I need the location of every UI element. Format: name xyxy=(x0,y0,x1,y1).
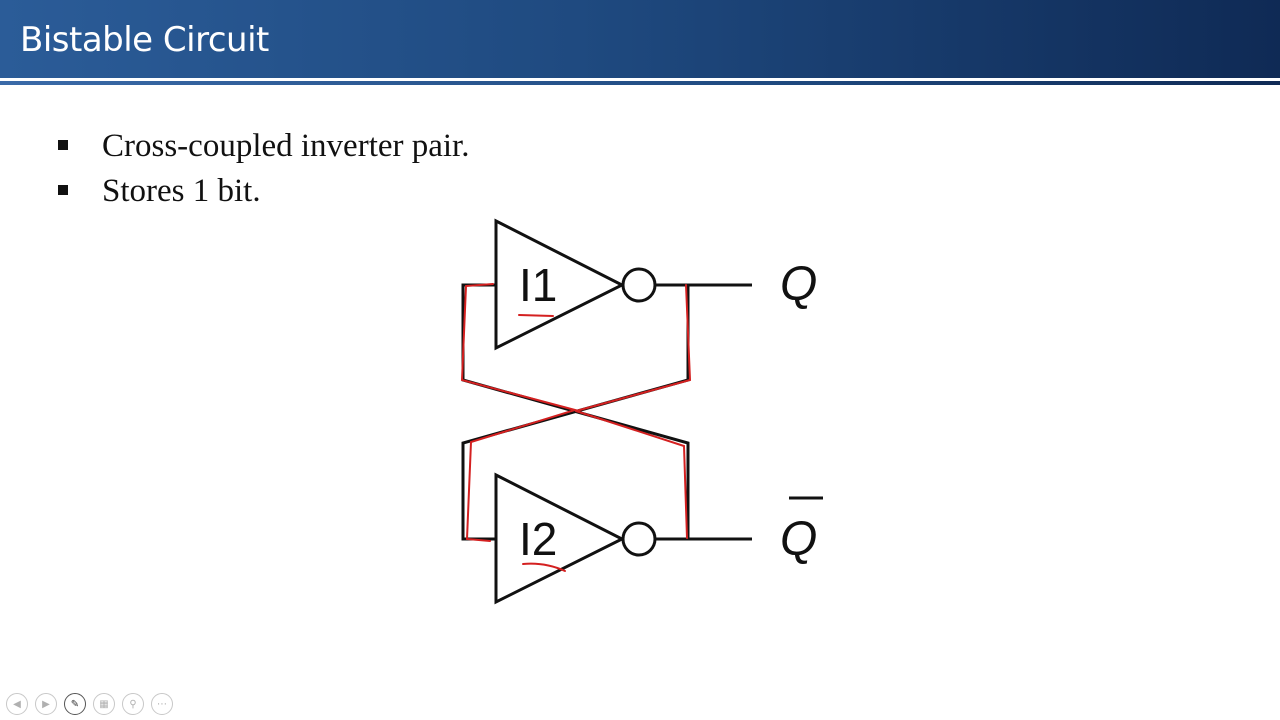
circuit-wires xyxy=(461,283,752,541)
inverter-i1-label: I1 xyxy=(519,259,557,311)
presentation-toolbar: ◀ ▶ ✎ ▦ ⚲ ⋯ xyxy=(6,693,173,717)
next-icon[interactable]: ▶ xyxy=(35,693,57,715)
inverter-i2-triangle xyxy=(494,472,626,605)
pen-icon[interactable]: ✎ xyxy=(64,693,86,715)
title-divider-white xyxy=(0,78,1280,81)
more-icon[interactable]: ⋯ xyxy=(151,693,173,715)
annotation-underline-i1 xyxy=(518,314,554,317)
red-annotation xyxy=(460,283,692,572)
title-divider-blue xyxy=(0,81,1280,85)
annotation-underline-i2 xyxy=(522,562,566,572)
previous-icon[interactable]: ◀ xyxy=(6,693,28,715)
slide-title: Bistable Circuit xyxy=(20,20,269,60)
square-bullet-icon xyxy=(58,140,68,150)
inverter-i2-label: I2 xyxy=(519,513,557,565)
inverter-i2-bubble xyxy=(621,521,657,557)
output-q-label: Q xyxy=(780,258,817,311)
slides-icon[interactable]: ▦ xyxy=(93,693,115,715)
inverter-i2: I2 xyxy=(494,472,657,605)
title-bar: Bistable Circuit xyxy=(0,0,1280,78)
zoom-icon[interactable]: ⚲ xyxy=(122,693,144,715)
bullet-text: Stores 1 bit. xyxy=(102,173,261,209)
bullet-text: Cross-coupled inverter pair. xyxy=(102,128,470,164)
inverter-i1-bubble xyxy=(621,267,657,303)
square-bullet-icon xyxy=(58,185,68,195)
annotation-loop xyxy=(460,283,692,542)
inverter-i1: I1 xyxy=(494,218,657,351)
output-qbar-label: Q xyxy=(780,513,817,566)
inverter-i1-triangle xyxy=(494,218,626,351)
